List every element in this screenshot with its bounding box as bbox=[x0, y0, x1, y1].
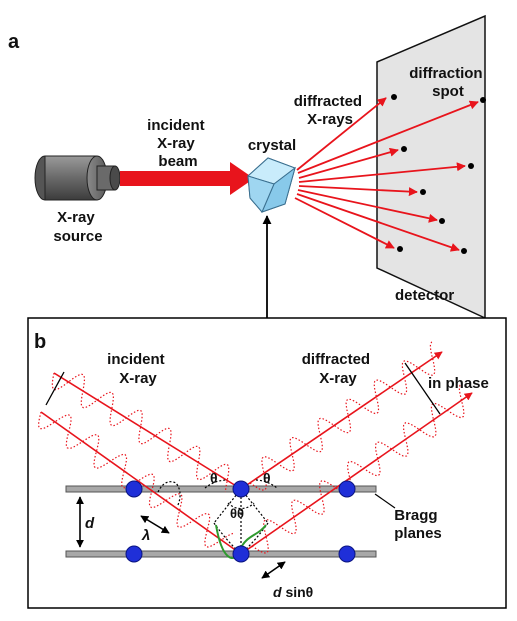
in-phase-label: in phase bbox=[428, 375, 489, 392]
bragg-pointer bbox=[374, 493, 396, 509]
wave-envelope bbox=[51, 372, 230, 493]
theta-diffracted-label: θ bbox=[263, 470, 271, 486]
lambda-label: λ bbox=[141, 527, 150, 544]
bragg-planes bbox=[65, 485, 377, 558]
dsintheta-arrow bbox=[261, 561, 286, 579]
d-spacing-label: d bbox=[85, 515, 95, 532]
incident-wavefront bbox=[45, 371, 65, 406]
diffracted-rays bbox=[294, 97, 479, 252]
incident-xray-label: incident X-ray bbox=[107, 351, 169, 387]
bragg-planes-label: Bragg planes bbox=[394, 507, 442, 542]
atoms bbox=[125, 480, 356, 563]
diffraction-spots bbox=[391, 94, 486, 254]
panel-b-letter: b bbox=[34, 331, 46, 353]
incident-beam bbox=[120, 162, 254, 195]
crystal-label: crystal bbox=[248, 137, 296, 154]
detector-label: detector bbox=[395, 287, 454, 304]
theta-incident-label: θ bbox=[210, 470, 218, 486]
incident-rays bbox=[40, 372, 242, 555]
diffracted-xrays-label: diffracted X-rays bbox=[294, 93, 367, 128]
panel-a-letter: a bbox=[8, 31, 20, 53]
diffracted-xray-label: diffracted X-ray bbox=[302, 351, 375, 387]
crystal-cube bbox=[247, 157, 297, 213]
panel-a: a X-ray source incident X-ray beam bbox=[8, 14, 487, 320]
diffracted-wavefront bbox=[404, 362, 441, 415]
incident-beam-label: incident X-ray beam bbox=[147, 117, 209, 170]
diffracted-rays-b bbox=[240, 351, 473, 555]
dsintheta-label: d sinθ bbox=[273, 584, 313, 600]
wave-envelope bbox=[251, 383, 465, 554]
panel-b: b bbox=[27, 317, 507, 609]
xray-source bbox=[34, 155, 121, 201]
diffraction-spot-label: diffraction spot bbox=[409, 65, 487, 100]
wavelength-arrow bbox=[140, 515, 170, 534]
xray-source-label: X-ray source bbox=[53, 209, 102, 245]
panel-b-frame bbox=[27, 317, 507, 609]
theta-double-label: θθ bbox=[230, 506, 244, 521]
